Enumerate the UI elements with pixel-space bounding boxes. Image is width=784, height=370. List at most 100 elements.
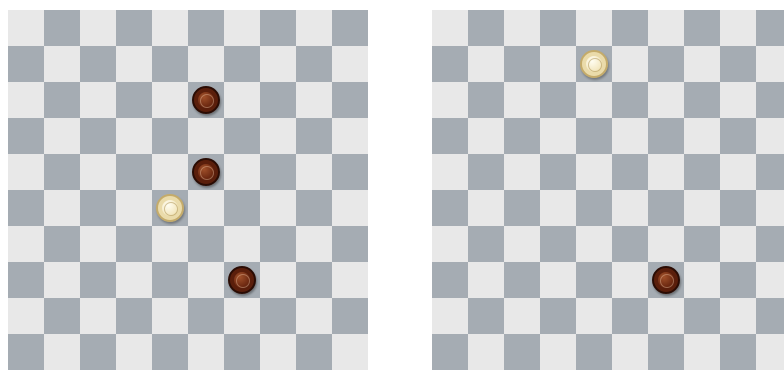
dark-square[interactable]	[224, 190, 260, 226]
light-square	[296, 154, 332, 190]
dark-square[interactable]	[44, 10, 80, 46]
dark-square[interactable]	[332, 298, 368, 334]
light-checker-piece[interactable]	[156, 194, 184, 222]
dark-square[interactable]	[648, 46, 684, 82]
light-square	[756, 118, 784, 154]
dark-square[interactable]	[8, 46, 44, 82]
dark-checker-piece[interactable]	[192, 86, 220, 114]
checkers-board-right	[432, 10, 784, 370]
dark-square[interactable]	[756, 226, 784, 262]
dark-square[interactable]	[260, 154, 296, 190]
dark-square[interactable]	[332, 154, 368, 190]
dark-square[interactable]	[612, 154, 648, 190]
dark-square[interactable]	[576, 190, 612, 226]
dark-square[interactable]	[612, 10, 648, 46]
dark-square[interactable]	[684, 10, 720, 46]
dark-square[interactable]	[468, 82, 504, 118]
dark-square[interactable]	[44, 82, 80, 118]
dark-square[interactable]	[116, 154, 152, 190]
dark-square[interactable]	[188, 226, 224, 262]
light-square	[80, 298, 116, 334]
dark-square[interactable]	[296, 190, 332, 226]
dark-checker-piece[interactable]	[228, 266, 256, 294]
dark-square[interactable]	[296, 262, 332, 298]
dark-square[interactable]	[612, 226, 648, 262]
dark-square[interactable]	[432, 46, 468, 82]
dark-square[interactable]	[684, 82, 720, 118]
dark-square[interactable]	[332, 10, 368, 46]
dark-square[interactable]	[540, 298, 576, 334]
light-square	[612, 46, 648, 82]
light-square	[576, 82, 612, 118]
dark-square[interactable]	[80, 262, 116, 298]
dark-square[interactable]	[116, 226, 152, 262]
dark-square[interactable]	[648, 118, 684, 154]
light-checker-piece[interactable]	[580, 50, 608, 78]
dark-square[interactable]	[116, 10, 152, 46]
dark-square[interactable]	[188, 298, 224, 334]
dark-square[interactable]	[296, 46, 332, 82]
dark-square[interactable]	[468, 154, 504, 190]
dark-square[interactable]	[260, 226, 296, 262]
dark-square[interactable]	[684, 154, 720, 190]
dark-square[interactable]	[504, 118, 540, 154]
dark-square[interactable]	[756, 298, 784, 334]
dark-square[interactable]	[720, 118, 756, 154]
dark-square[interactable]	[504, 262, 540, 298]
dark-square[interactable]	[432, 190, 468, 226]
dark-square[interactable]	[540, 226, 576, 262]
dark-square[interactable]	[756, 82, 784, 118]
dark-square[interactable]	[684, 226, 720, 262]
dark-square[interactable]	[8, 190, 44, 226]
dark-square[interactable]	[504, 46, 540, 82]
dark-square[interactable]	[332, 82, 368, 118]
dark-square[interactable]	[8, 262, 44, 298]
dark-square[interactable]	[260, 82, 296, 118]
dark-square[interactable]	[152, 46, 188, 82]
dark-square[interactable]	[540, 10, 576, 46]
dark-checker-piece[interactable]	[192, 158, 220, 186]
dark-square[interactable]	[468, 10, 504, 46]
dark-square[interactable]	[44, 226, 80, 262]
dark-square[interactable]	[8, 118, 44, 154]
dark-square[interactable]	[576, 118, 612, 154]
dark-square[interactable]	[684, 298, 720, 334]
light-square	[152, 82, 188, 118]
dark-square[interactable]	[80, 190, 116, 226]
dark-square[interactable]	[720, 190, 756, 226]
light-square	[260, 262, 296, 298]
dark-square[interactable]	[468, 226, 504, 262]
dark-square[interactable]	[720, 262, 756, 298]
dark-square[interactable]	[152, 118, 188, 154]
dark-square[interactable]	[80, 118, 116, 154]
dark-square[interactable]	[612, 298, 648, 334]
dark-square[interactable]	[540, 82, 576, 118]
dark-checker-piece[interactable]	[652, 266, 680, 294]
dark-square[interactable]	[504, 190, 540, 226]
dark-square[interactable]	[224, 46, 260, 82]
dark-square[interactable]	[116, 82, 152, 118]
dark-square[interactable]	[576, 262, 612, 298]
dark-square[interactable]	[648, 190, 684, 226]
dark-square[interactable]	[152, 262, 188, 298]
dark-square[interactable]	[116, 298, 152, 334]
dark-square[interactable]	[332, 226, 368, 262]
dark-square[interactable]	[44, 298, 80, 334]
dark-square[interactable]	[756, 10, 784, 46]
dark-square[interactable]	[224, 118, 260, 154]
dark-square[interactable]	[432, 262, 468, 298]
dark-square[interactable]	[80, 46, 116, 82]
dark-square[interactable]	[260, 298, 296, 334]
dark-square[interactable]	[188, 10, 224, 46]
dark-square[interactable]	[296, 118, 332, 154]
light-square	[540, 190, 576, 226]
dark-square[interactable]	[756, 154, 784, 190]
dark-square[interactable]	[260, 10, 296, 46]
dark-square[interactable]	[44, 154, 80, 190]
dark-square[interactable]	[468, 298, 504, 334]
dark-square[interactable]	[720, 46, 756, 82]
light-square	[8, 10, 44, 46]
dark-square[interactable]	[540, 154, 576, 190]
dark-square[interactable]	[432, 118, 468, 154]
dark-square[interactable]	[612, 82, 648, 118]
